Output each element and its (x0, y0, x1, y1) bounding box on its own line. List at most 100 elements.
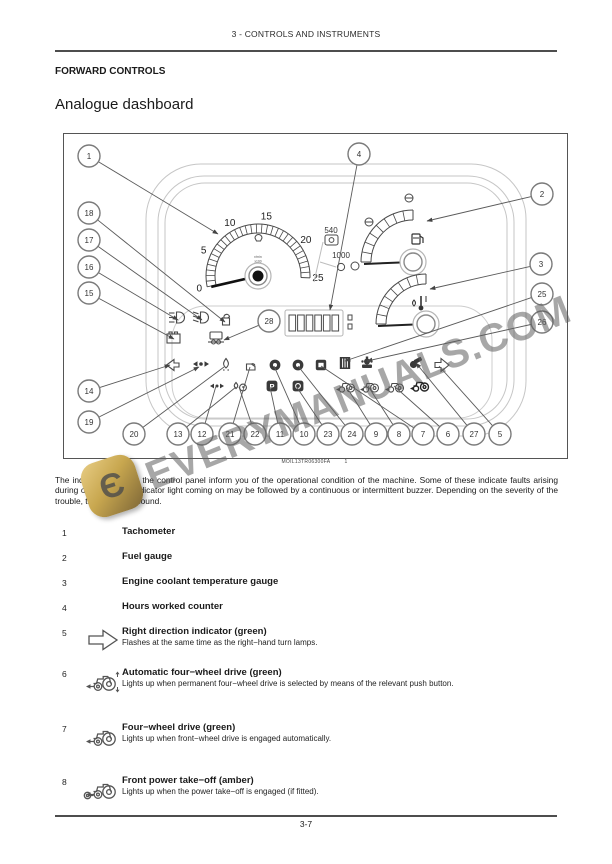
left-turn-indicator-icon (165, 358, 180, 372)
callout-number: 6 (446, 430, 451, 439)
callout-number: 5 (498, 430, 503, 439)
callout-circle-4 (347, 142, 371, 166)
tachometer-tick-label: 0 (197, 283, 203, 294)
callout-circle-15 (77, 281, 101, 305)
callout-circle-20 (122, 422, 146, 446)
callout-number: 1 (87, 152, 92, 161)
legend-item-3: 3 Engine coolant temperature gauge (55, 576, 558, 588)
legend-item-2: 2 Fuel gauge (55, 551, 558, 563)
callout-circle-14 (77, 379, 101, 403)
callout-leader-line (295, 385, 322, 425)
callout-leader-line (98, 298, 175, 340)
callout-leader-line (415, 362, 468, 426)
section-title: FORWARD CONTROLS (55, 66, 166, 77)
callout-leader-line (99, 366, 200, 418)
legend-item-number: 4 (62, 603, 67, 613)
callout-circle-10 (292, 422, 316, 446)
callout-number: 9 (374, 430, 379, 439)
callout-number: 27 (470, 430, 479, 439)
service-spanner-icon (409, 356, 423, 369)
tachometer-tick-label: 15 (261, 212, 273, 223)
callout-number: 11 (276, 430, 285, 439)
callout-leader-line (320, 365, 414, 428)
callout-leader-line (99, 364, 171, 388)
tractor-pto-icon (83, 783, 116, 800)
legend-item-1: 1 Tachometer (55, 526, 558, 538)
right-turn-indicator-icon (434, 357, 450, 373)
callout-number: 28 (265, 317, 274, 326)
callout-circle-8 (387, 422, 411, 446)
callout-number: 24 (348, 430, 357, 439)
callout-circle-28 (257, 309, 281, 333)
legend-item-4: 4 Hours worked counter (55, 601, 558, 613)
legend-item-description: Lights up when front−wheel drive is enga… (122, 734, 332, 743)
legend-item-7: 7 Four−wheel drive (green) Lights up whe… (55, 722, 558, 750)
callout-number: 26 (538, 318, 547, 327)
legend-item-number: 7 (62, 724, 67, 734)
callout-circle-23 (316, 422, 340, 446)
callout-circle-5 (488, 422, 512, 446)
second-trailer-indicator-icon (210, 383, 224, 389)
diff-lock-icon (410, 381, 430, 392)
callout-circle-21 (218, 422, 242, 446)
callout-leader-line (238, 386, 252, 424)
legend-item-number: 8 (62, 777, 67, 787)
legend-item-8: 8 Front power take−off (amber) Lights up… (55, 775, 558, 803)
legend-item-description: Lights up when the power take−off is eng… (122, 787, 319, 796)
tachometer-tick-label: 20 (300, 235, 312, 246)
legend-item-number: 5 (62, 628, 67, 638)
legend-item-number: 2 (62, 553, 67, 563)
legend-item-title: Front power take−off (amber) (122, 775, 254, 786)
callout-circle-7 (411, 422, 435, 446)
callout-leader-line (273, 365, 300, 424)
callout-number: 7 (421, 430, 426, 439)
callout-number: 17 (85, 236, 94, 245)
pto-1000-label: 1000 (332, 251, 350, 260)
four-wheel-drive-icon (360, 382, 380, 393)
legend-item-title: Fuel gauge (122, 551, 173, 562)
callout-circle-9 (364, 422, 388, 446)
callout-circle-2 (530, 182, 554, 206)
callout-leader-line (98, 161, 219, 235)
callout-leader-line (297, 365, 346, 426)
legend-item-number: 3 (62, 578, 67, 588)
callout-circle-11 (268, 422, 292, 446)
footer-rule (55, 815, 557, 817)
callout-leader-line (186, 386, 237, 428)
page-title: Analogue dashboard (55, 96, 194, 113)
callout-circle-17 (77, 228, 101, 252)
callout-number: 22 (251, 430, 260, 439)
callout-circle-6 (436, 422, 460, 446)
svg-text:P: P (269, 382, 274, 391)
callout-leader-line (223, 325, 259, 341)
tachometer-tick-label: 5 (201, 246, 207, 257)
parking-brake-icon (292, 359, 304, 371)
callout-number: 15 (85, 289, 94, 298)
callout-number: 25 (538, 290, 547, 299)
tractor-4wd-icon (85, 730, 116, 746)
callout-leader-line (344, 297, 532, 362)
figure-code: MOIL13TR06300FA (281, 459, 331, 465)
callout-number: 18 (85, 209, 94, 218)
tachometer-tick-label: 25 (312, 273, 324, 284)
transmission-oil-icon (245, 363, 256, 371)
air-filter-icon (339, 357, 351, 369)
callout-number: 12 (198, 430, 207, 439)
callout-leader-line (366, 324, 531, 363)
callout-circle-24 (340, 422, 364, 446)
callout-leader-line (328, 165, 358, 311)
callout-leader-line (345, 385, 371, 425)
callout-circle-27 (462, 422, 486, 446)
callout-circle-3 (529, 252, 553, 276)
legend-item-number: 6 (62, 669, 67, 679)
callout-number: 21 (226, 430, 235, 439)
legend-item-number: 1 (62, 528, 67, 538)
pto-540-label: 540 (324, 226, 338, 235)
callout-number: 14 (85, 387, 94, 396)
auto-four-wheel-drive-icon (385, 382, 405, 393)
legend-item-description: Lights up when permanent four−wheel driv… (122, 679, 454, 688)
tachometer-tick-label: 10 (224, 218, 236, 229)
running-header: 3 - CONTROLS AND INSTRUMENTS (231, 29, 381, 39)
